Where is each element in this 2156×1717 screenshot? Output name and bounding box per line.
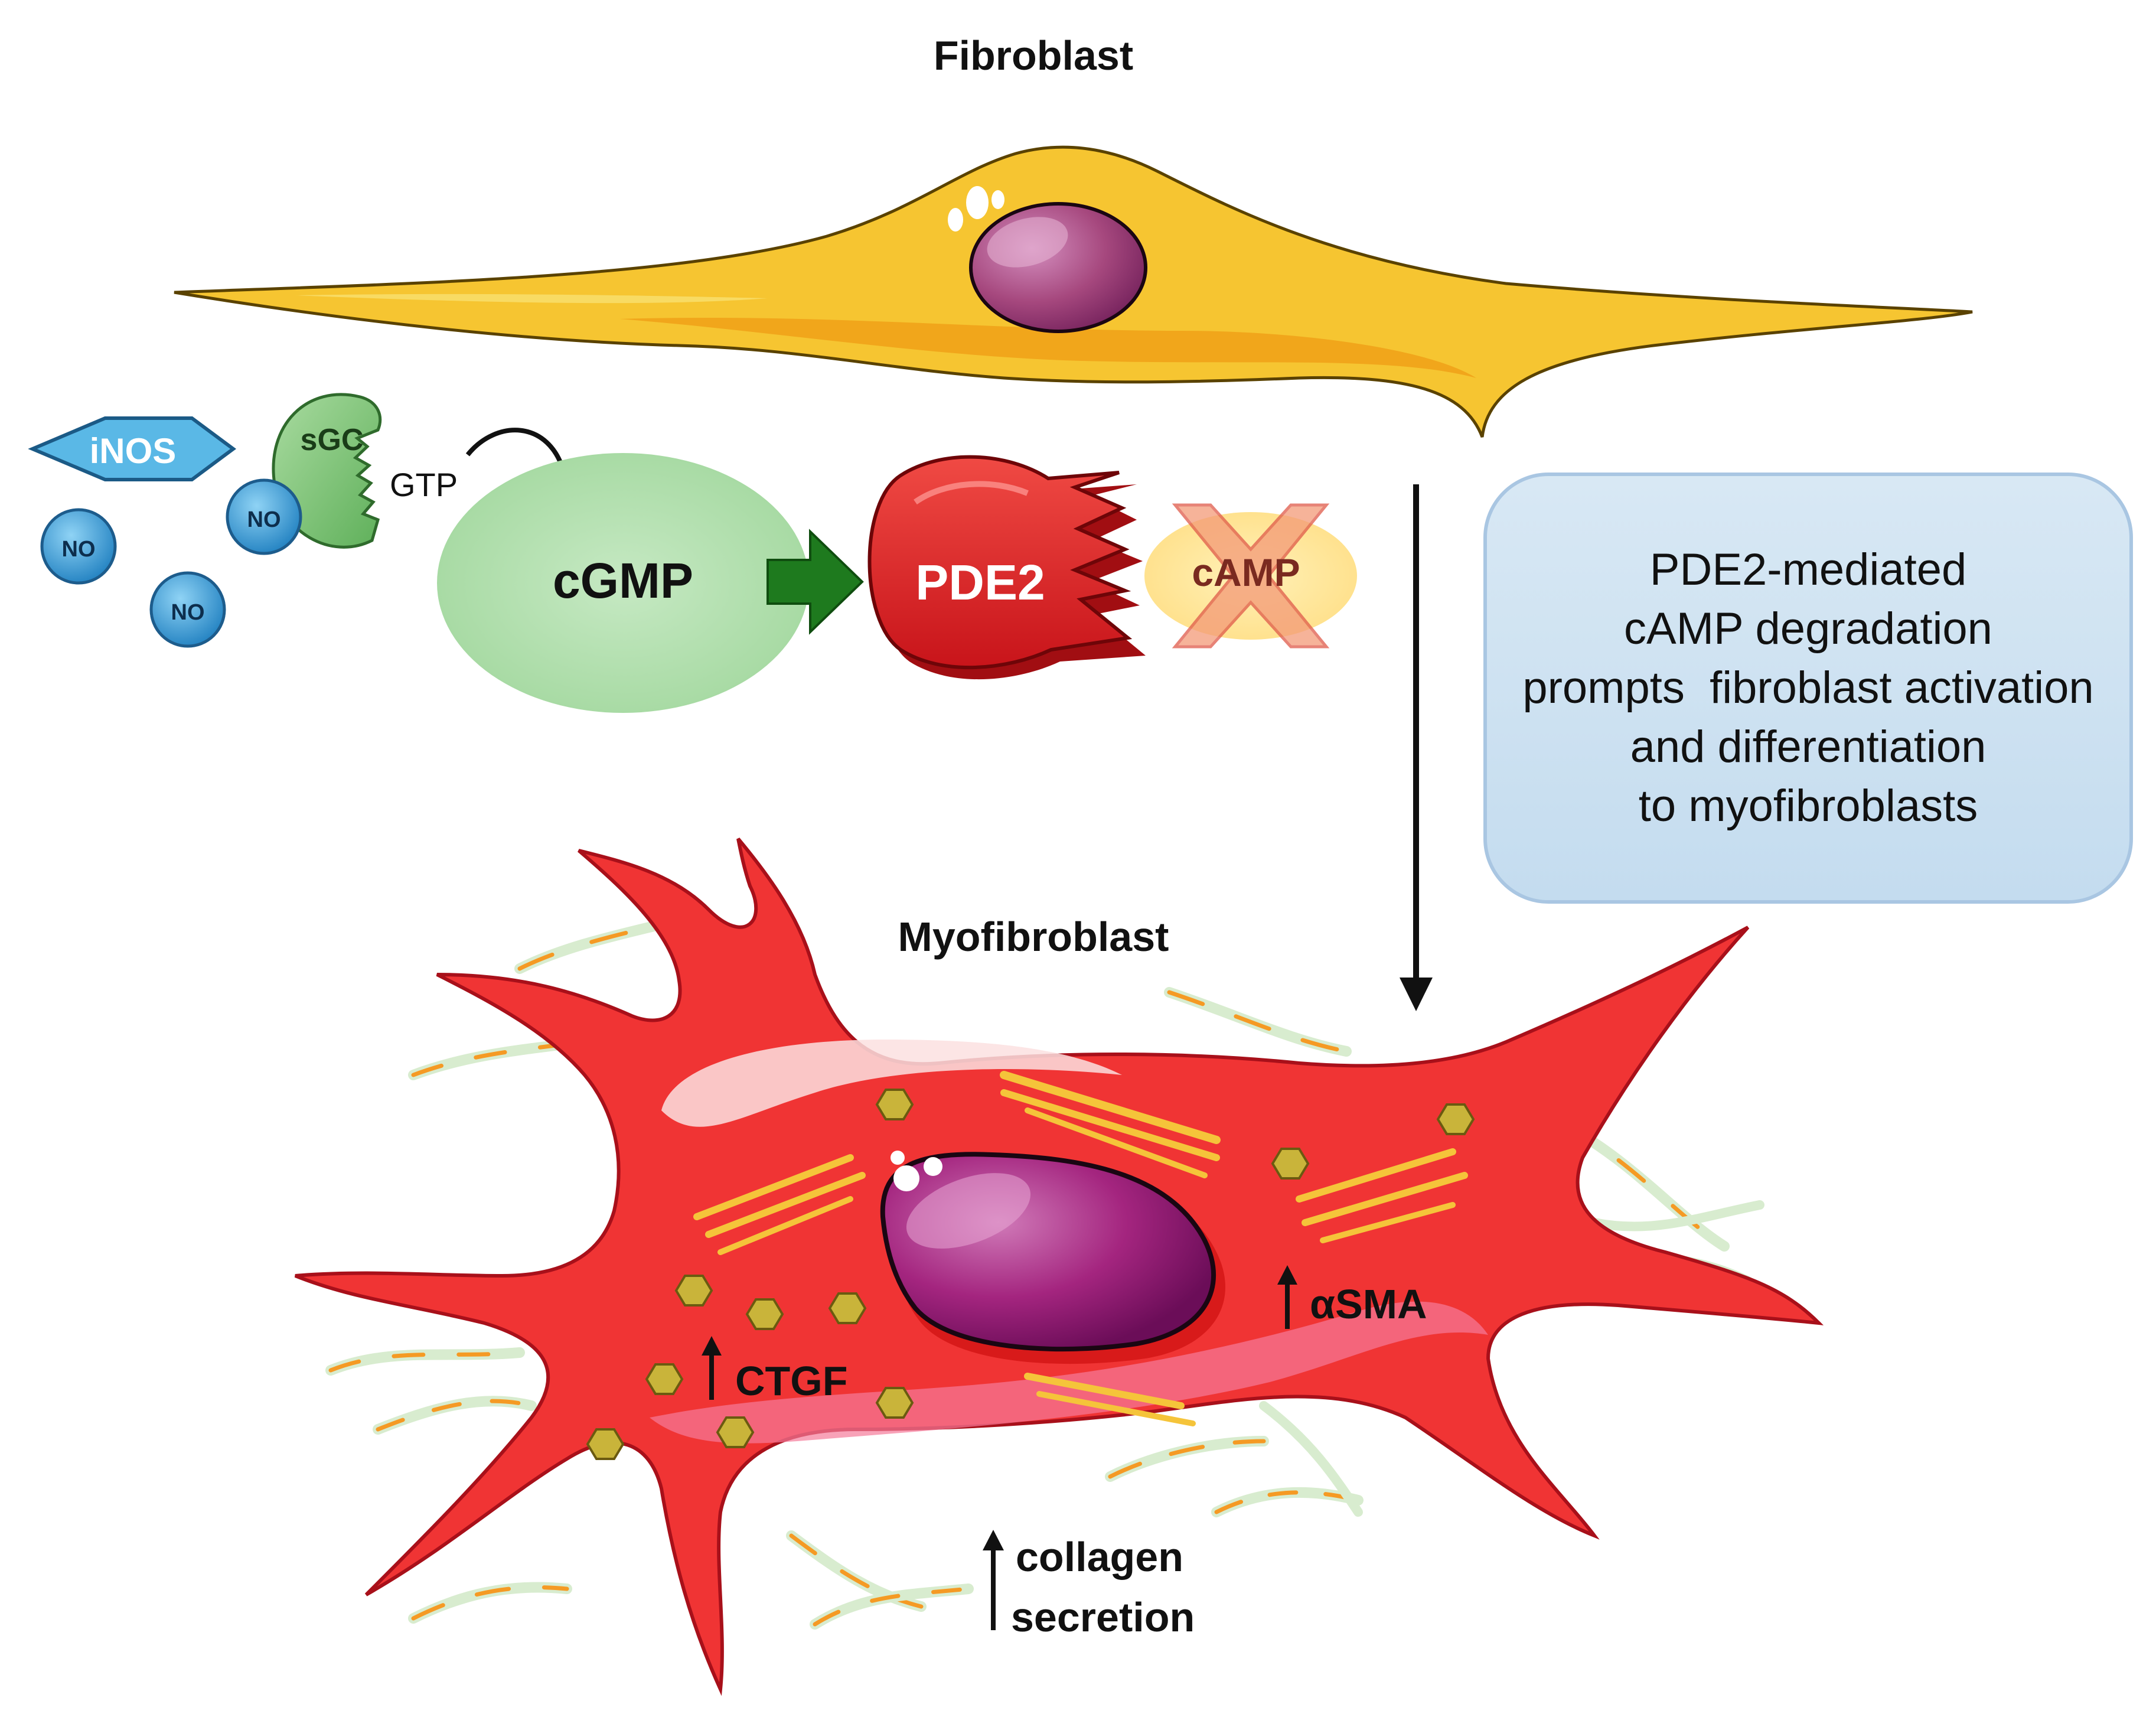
myofibroblast-nucleus xyxy=(880,1151,1225,1364)
fibroblast-title: Fibroblast xyxy=(934,32,1133,79)
activation-arrow-icon xyxy=(766,529,864,635)
summary-line: and differentiation xyxy=(1630,722,1987,772)
cgmp-blob: cGMP xyxy=(437,453,809,713)
collagen-label-line2: secretion xyxy=(1011,1594,1195,1640)
collagen-indicator: collagen secretion xyxy=(983,1530,1195,1640)
sgc-label: sGC xyxy=(301,423,364,457)
inos-diamond-icon: iNOS xyxy=(28,416,237,481)
camp-label: cAMP xyxy=(1192,550,1300,594)
pde2-enzyme-icon: PDE2 xyxy=(867,455,1146,680)
summary-line: PDE2-mediated xyxy=(1649,545,1967,595)
myofibroblast-title: Myofibroblast xyxy=(898,914,1169,960)
no-label: NO xyxy=(247,507,281,532)
no-label: NO xyxy=(62,537,96,562)
no-bubble-icon: NO xyxy=(149,571,226,648)
collagen-label-line1: collagen xyxy=(1016,1534,1183,1580)
no-bubble-icon: NO xyxy=(226,478,302,555)
highlight-icon xyxy=(966,186,989,219)
asma-label: αSMA xyxy=(1310,1281,1427,1327)
summary-line: prompts fibroblast activation xyxy=(1522,663,2094,713)
down-arrow-icon xyxy=(1400,484,1433,1011)
summary-line: to myofibroblasts xyxy=(1638,781,1978,831)
summary-line: cAMP degradation xyxy=(1624,604,1992,654)
ctgf-indicator: CTGF xyxy=(702,1336,848,1404)
ctgf-label: CTGF xyxy=(735,1358,848,1404)
summary-text: PDE2-mediated cAMP degradation prompts f… xyxy=(1522,540,2093,836)
cgmp-label: cGMP xyxy=(553,553,693,608)
no-bubble-icon: NO xyxy=(40,508,117,585)
summary-box: PDE2-mediated cAMP degradation prompts f… xyxy=(1483,473,2133,904)
camp-cross-icon: cAMP xyxy=(1144,503,1357,649)
pde2-label: PDE2 xyxy=(915,555,1045,610)
fibroblast-cell xyxy=(174,145,1973,438)
ctgf-granules xyxy=(586,1089,1475,1460)
no-label: NO xyxy=(171,600,205,625)
inos-label: iNOS xyxy=(90,431,177,471)
asma-indicator: αSMA xyxy=(1277,1265,1427,1329)
gtp-label: GTP xyxy=(390,466,458,503)
actin-fibers xyxy=(693,1071,1468,1426)
